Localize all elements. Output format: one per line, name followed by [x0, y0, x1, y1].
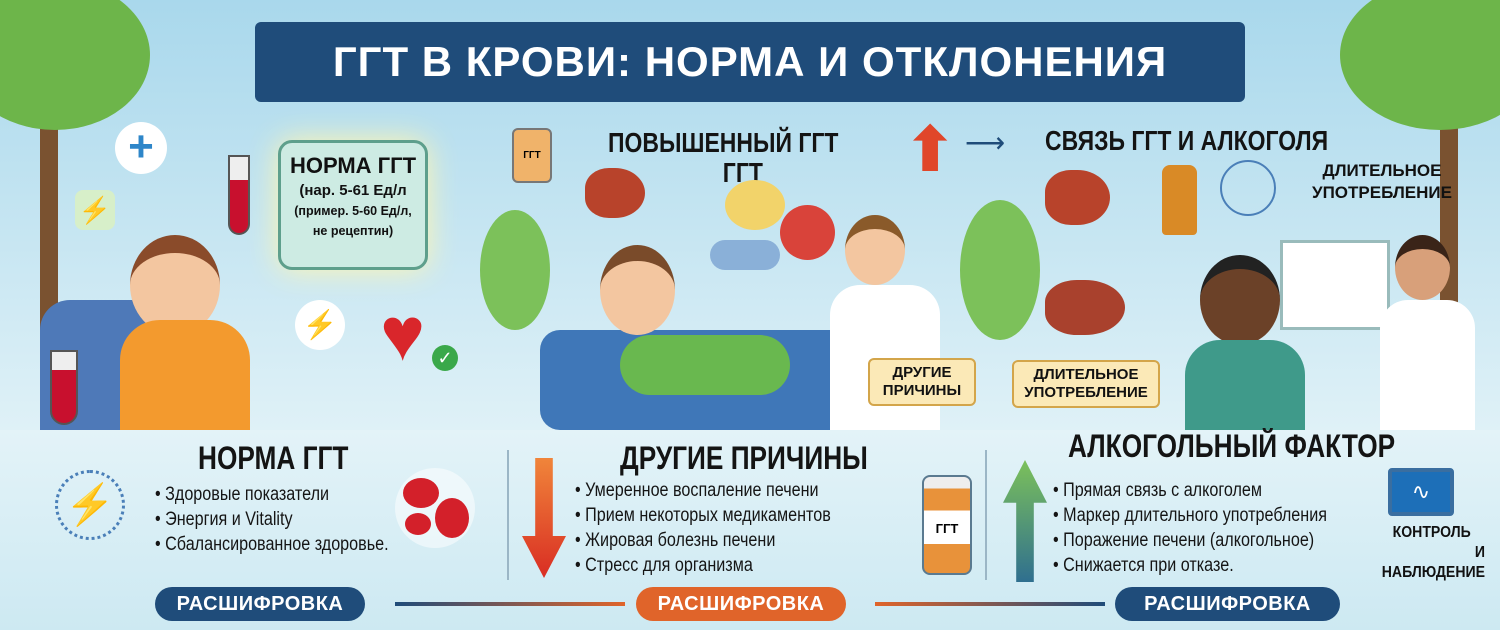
battery-icon: ⚡ [75, 190, 115, 230]
fat-cells-icon [725, 180, 785, 230]
pill-jar-icon: ГГТ [922, 475, 972, 575]
pill-jar-icon: ГГТ [512, 128, 552, 183]
list-item: Прямая связь с алкоголем [1053, 478, 1327, 503]
list-item: Жировая болезнь печени [575, 528, 831, 553]
woman-shirt [120, 320, 250, 430]
divider [507, 450, 509, 580]
decode-button-causes[interactable]: РАСШИФРОВКА [636, 587, 846, 621]
tree-icon [480, 210, 550, 330]
norm-info-box: НОРМА ГГТ (нар. 5-61 Ед/л (пример. 5-60 … [278, 140, 428, 270]
page-title: ГГТ В КРОВИ: НОРМА И ОТКЛОНЕНИЯ [255, 22, 1245, 102]
list-item: Снижается при отказе. [1053, 553, 1327, 578]
patient-shirt [620, 335, 790, 395]
section-norm-list: Здоровые показатели Энергия и Vitality С… [155, 482, 389, 557]
checkmark-icon: ✓ [432, 345, 458, 371]
list-item: Прием некоторых медикаментов [575, 503, 831, 528]
section-norm-title: НОРМА ГГТ [198, 440, 349, 476]
norm-note: не рецептин) [312, 224, 394, 238]
list-item: Поражение печени (алкогольное) [1053, 528, 1327, 553]
liver-icon [585, 168, 645, 218]
test-tube-icon [50, 350, 78, 425]
list-item: Здоровые показатели [155, 482, 389, 507]
norm-title: НОРМА ГГТ [289, 153, 417, 178]
decode-button-alcohol[interactable]: РАСШИФРОВКА [1115, 587, 1340, 621]
section-alcohol-title: АЛКОГОЛЬНЫЙ ФАКТОР [1068, 428, 1396, 464]
connector-arrow [875, 602, 1105, 606]
norm-example: (пример. 5-60 Ед/л, [294, 204, 412, 218]
list-item: Маркер длительного употребления [1053, 503, 1327, 528]
other-causes-label: ДРУГИЕ ПРИЧИНЫ [868, 358, 976, 406]
battery-icon: ⚡ [295, 300, 345, 350]
arrow-right-icon: ⟶ [965, 127, 1006, 158]
blood-cells-icon [395, 468, 475, 548]
energy-molecule-icon: ⚡ [55, 470, 125, 540]
liver-icon [1045, 170, 1110, 225]
section-causes-title: ДРУГИЕ ПРИЧИНЫ [620, 440, 868, 476]
list-item: Стресс для организма [575, 553, 831, 578]
tree-icon [960, 200, 1040, 340]
female-doctor [1395, 235, 1450, 300]
male-patient [600, 245, 675, 335]
list-item: Энергия и Vitality [155, 507, 389, 532]
test-tube-icon [228, 155, 250, 235]
decode-button-norm[interactable]: РАСШИФРОВКА [155, 587, 365, 621]
monitor-icon: ∿ [1388, 468, 1454, 516]
divider [985, 450, 987, 580]
medical-cross-icon: + [115, 122, 167, 174]
damaged-liver-icon [1045, 280, 1125, 335]
arrow-up-icon: ⬆ [905, 116, 956, 183]
virus-icon [780, 205, 835, 260]
monitor-caption: КОНТРОЛЬ И НАБЛЮДЕНИЕ [1381, 524, 1485, 581]
molecule-icon [1220, 160, 1276, 216]
list-item: Сбалансированное здоровье. [155, 532, 388, 557]
section-causes-list: Умеренное воспаление печени Прием некото… [575, 478, 831, 578]
elevated-ggt-title: ПОВЫШЕННЫЙ ГГТ ГГТ [608, 127, 839, 188]
section-alcohol-list: Прямая связь с алкоголем Маркер длительн… [1053, 478, 1327, 578]
man-patient [1200, 255, 1280, 345]
pills-icon [710, 240, 780, 270]
connector-arrow [395, 602, 625, 606]
heart-icon: ♥ [380, 292, 426, 377]
norm-range: (нар. 5-61 Ед/л [299, 182, 407, 199]
man-shirt [1185, 340, 1305, 430]
bottle-icon [1162, 165, 1197, 235]
chart-board-icon [1280, 240, 1390, 330]
doctor [845, 215, 905, 285]
list-item: Умеренное воспаление печени [575, 478, 831, 503]
long-use-label: ДЛИТЕЛЬНОЕ УПОТРЕБЛЕНИЕ [1012, 360, 1160, 408]
alcohol-link-title: СВЯЗЬ ГГТ И АЛКОГОЛЯ [1045, 125, 1329, 156]
doctor-coat [1380, 300, 1475, 430]
long-use-caption: ДЛИТЕЛЬНОЕ УПОТРЕБЛЕНИЕ [1312, 161, 1452, 202]
